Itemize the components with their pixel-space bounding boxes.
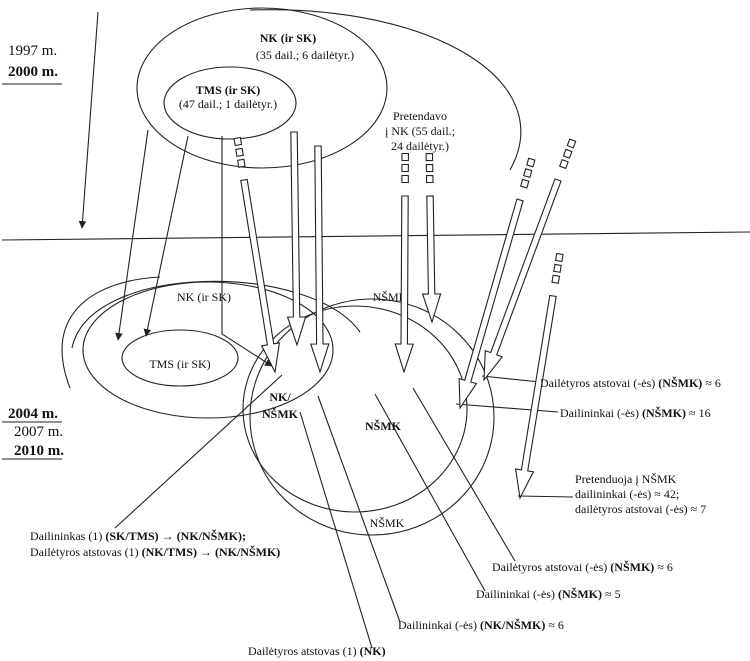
double-arrow-4-dash-1 (401, 174, 409, 184)
bottom-nsmk-outer-ellipse (249, 298, 495, 536)
double-arrow-7-dash-3 (566, 138, 577, 149)
annotation-nk-dailetyra: Dailėtyros atstovas (1) (NK) (248, 644, 386, 658)
top-nk-title: NK (ir SK) (260, 31, 316, 45)
leader-a2 (455, 403, 559, 413)
annotation-transfer-dailetyra: Dailėtyros atstovas (1) (NK/TMS) → (NK/N… (30, 545, 280, 559)
annotation-pretenduoja-3: dailėtyros atstovai (-ės) ≈ 7 (575, 502, 706, 516)
arrow-tms-top-to-bottom (143, 135, 189, 337)
bottom-tms-ellipse (121, 329, 239, 387)
annotation-pretenduoja-1: Pretenduoja į NŠMK (575, 472, 677, 486)
timeline-curve-bottom (61, 276, 161, 389)
top-tms-sub: (47 dail.; 1 dailėtyr.) (179, 97, 277, 111)
annotation-transfer-dailininkas: Dailininkas (1) (SK/TMS) → (NK/NŠMK); (30, 529, 246, 543)
top-tms-ellipse (163, 66, 297, 140)
double-arrow-5-dash-1 (425, 174, 434, 184)
top-tms-title: TMS (ir SK) (196, 83, 260, 97)
double-arrow-1-dash-2 (235, 147, 244, 157)
double-arrow-4 (394, 195, 414, 374)
double-arrow-8-dash-2 (553, 263, 562, 273)
double-arrow-2 (286, 131, 307, 347)
annotation-pretenduoja-2: dailininkai (-ės) ≈ 42; (575, 487, 679, 501)
double-arrow-1-dash-1 (236, 158, 246, 168)
double-arrow-8-dash-3 (554, 252, 564, 263)
double-arrow-8 (514, 294, 557, 500)
annotation-nk-nsmk-dailininkai: Dailininkai (-ės) (NK/NŠMK) ≈ 6 (398, 618, 564, 632)
double-arrow-6-dash-1 (520, 178, 530, 189)
top-nk-sub: (35 dail.; 6 dailėtyr.) (256, 48, 354, 62)
leader-a8 (114, 374, 283, 529)
annotation-nsmk-dailininkai-5: Dailininkai (-ės) (NŠMK) ≈ 5 (476, 587, 621, 601)
bottom-nsmk-inner-ellipse (242, 305, 468, 513)
bottom-nsmk-bottom-label: NŠMK (370, 516, 405, 530)
leader-a7 (299, 411, 373, 649)
leader-a5 (374, 393, 486, 592)
year-2010: 2010 m. (14, 443, 64, 459)
arrow-tms-to-overlap (221, 136, 273, 367)
pretendavo-line-2: į NK (55 dail.; (385, 124, 455, 138)
pretendavo-line-3: 24 dailėtyr.) (391, 139, 449, 153)
double-arrow-6-dash-2 (523, 168, 533, 178)
bottom-nk-ellipse (82, 281, 334, 419)
bottom-tms-label: TMS (ir SK) (149, 357, 210, 371)
year-2000: 2000 m. (8, 64, 58, 80)
leader-a3 (517, 495, 574, 498)
double-arrow-5 (421, 195, 442, 324)
period-divider-line (1, 231, 750, 241)
bottom-nk-label: NK (ir SK) (177, 290, 231, 304)
leader-a6 (317, 395, 401, 623)
leader-a1 (481, 375, 541, 383)
bottom-nsmk-center-label: NŠMK (365, 419, 402, 433)
year-2004: 2004 m. (8, 406, 58, 422)
double-arrow-5-dash-3 (425, 152, 434, 162)
annotation-nsmk-dailetyra-2: Dailėtyros atstovai (-ės) (NŠMK) ≈ 6 (492, 560, 673, 574)
top-nk-ellipse (136, 7, 388, 169)
annotation-nsmk-dailininkai-16: Dailininkai (-ės) (NŠMK) ≈ 16 (560, 406, 711, 420)
timeline-arrow-top (78, 11, 99, 229)
double-arrow-1 (240, 178, 281, 374)
annotation-nsmk-dailetyra: Dailėtyros atstovai (-ės) (NŠMK) ≈ 6 (540, 376, 721, 390)
double-arrow-7-dash-2 (562, 148, 573, 159)
double-arrow-6 (458, 198, 524, 410)
leader-a4 (412, 387, 516, 562)
double-arrow-7-dash-1 (558, 158, 569, 170)
double-arrow-4-dash-3 (401, 152, 409, 162)
double-arrow-1-dash-3 (233, 136, 243, 147)
pretendavo-line-1: Pretendavo (393, 109, 447, 123)
year-1997: 1997 m. (8, 43, 57, 59)
double-arrow-4-dash-2 (401, 163, 409, 173)
bottom-nsmk-top-label: NŠMK (373, 290, 408, 304)
double-arrow-5-dash-2 (425, 163, 434, 173)
arrow-nk-top-to-bottom (115, 129, 149, 341)
double-arrow-7 (483, 178, 562, 382)
overlap-nsmk-label: NŠMK (262, 407, 299, 421)
double-arrow-6-dash-3 (526, 157, 536, 168)
top-swoosh-curve (249, 9, 522, 171)
double-arrow-3 (310, 145, 330, 374)
double-arrows (233, 131, 577, 500)
double-arrow-8-dash-1 (551, 274, 561, 284)
overlap-nk-label: NK/ (269, 390, 291, 404)
year-2007: 2007 m. (14, 424, 63, 440)
